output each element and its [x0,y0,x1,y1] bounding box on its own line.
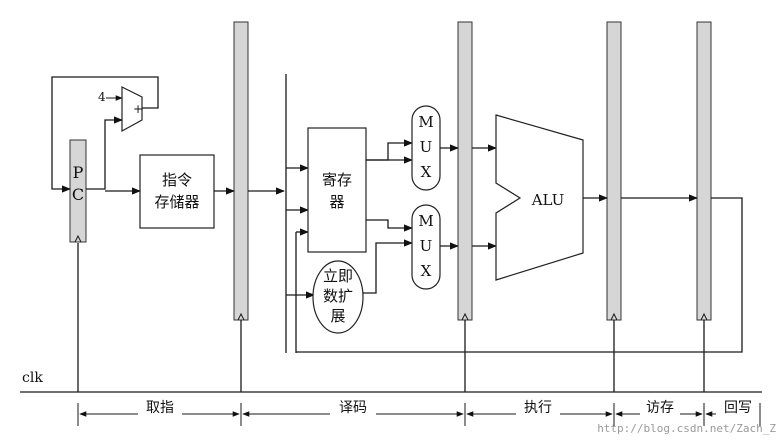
pipeline-register-mem-wb [696,21,712,321]
watermark-url: http://blog.csdn.net/Zach_Z [597,422,776,435]
pc-to-adder-wire [86,116,123,190]
pc-label-p: P [73,163,84,182]
pc-adder [121,86,143,133]
pipeline-register-id-ex [457,21,473,321]
alu-label: ALU [531,191,565,209]
mux1-letter-x: X [421,163,432,181]
stage-label-decode: 译码 [339,400,367,416]
imm-label-1: 立即 [323,267,353,285]
mux1-letter-m: M [418,113,433,131]
adder-symbol: + [133,102,143,116]
mux2-letter-m: M [418,212,433,230]
immediate-extender [312,260,364,334]
imem-label-2: 存储器 [154,193,199,211]
stage-timeline [77,403,761,426]
pipeline-register-if-id [233,21,249,321]
stage-label-execute: 执行 [524,400,552,416]
imm-label-3: 展 [330,307,345,325]
regfile-label-2: 器 [329,193,344,211]
imm-label-2: 数扩 [323,287,353,305]
mux2-letter-u: U [420,237,433,255]
stage-label-memory: 访存 [646,400,674,416]
regfile-label-1: 寄存 [322,171,352,189]
pc-next-wire [51,76,159,193]
mux2-letter-x: X [421,262,432,280]
mux1-letter-u: U [420,138,433,156]
writeback-wire [296,197,743,353]
pc-label-c: C [72,185,84,204]
stage-label-fetch: 取指 [146,400,174,416]
clock-mark [237,312,245,321]
register-file [307,127,367,253]
stage-label-writeback: 回写 [724,400,752,416]
clock-mark [610,312,618,321]
clock-mark [461,312,469,321]
pipeline-register-ex-mem [606,21,622,321]
adder-input-4: 4 [98,90,106,104]
alu [495,114,584,281]
clock-mark [74,234,82,243]
clk-label: clk [22,370,43,386]
instruction-memory [139,154,215,229]
imem-label-1: 指令 [162,171,192,189]
mux-2 [411,204,441,290]
clock-mark [700,312,708,321]
